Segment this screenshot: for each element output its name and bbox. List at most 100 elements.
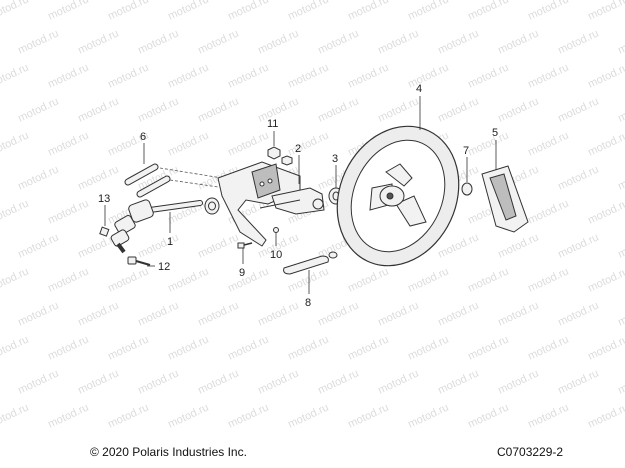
- callout-6: 6: [140, 131, 146, 143]
- callout-4: 4: [416, 83, 422, 95]
- watermark-text: motod.ru: [376, 27, 420, 56]
- watermark-text: motod.ru: [556, 299, 600, 328]
- watermark-text: motod.ru: [436, 299, 480, 328]
- watermark-text: motod.ru: [496, 27, 540, 56]
- watermark-text: motod.ru: [76, 163, 120, 192]
- watermark-text: motod.ru: [196, 299, 240, 328]
- watermark-text: motod.ru: [226, 129, 270, 158]
- watermark-text: motod.ru: [556, 367, 600, 396]
- watermark-text: motod.ru: [166, 129, 210, 158]
- watermark-text: motod.ru: [616, 27, 625, 56]
- watermark-text: motod.ru: [406, 0, 450, 23]
- watermark-text: motod.ru: [316, 95, 360, 124]
- callouts: 1 2 3 4 5 6 7 8 9 10 11 12 13: [98, 83, 498, 309]
- watermark-text: motod.ru: [136, 299, 180, 328]
- part-11-nuts: [267, 146, 293, 166]
- watermark-text: motod.ru: [136, 231, 180, 260]
- watermark-text: motod.ru: [166, 401, 210, 430]
- watermark-text: motod.ru: [0, 197, 31, 226]
- watermark-text: motod.ru: [466, 265, 510, 294]
- part-6-rods: [124, 163, 226, 198]
- watermark-text: motod.ru: [616, 299, 625, 328]
- watermark-text: motod.ru: [46, 401, 90, 430]
- callout-12: 12: [158, 261, 170, 273]
- watermark-text: motod.ru: [226, 401, 270, 430]
- watermark-text: motod.ru: [316, 299, 360, 328]
- callout-8: 8: [305, 297, 311, 309]
- watermark-text: motod.ru: [196, 95, 240, 124]
- watermark-text: motod.ru: [136, 163, 180, 192]
- watermark-text: motod.ru: [76, 95, 120, 124]
- callout-9: 9: [239, 267, 245, 279]
- watermark-text: motod.ru: [496, 95, 540, 124]
- watermark-text: motod.ru: [256, 367, 300, 396]
- watermark-text: motod.ru: [436, 231, 480, 260]
- watermark-text: motod.ru: [466, 401, 510, 430]
- watermark-text: motod.ru: [586, 61, 625, 90]
- watermark-text: motod.ru: [106, 333, 150, 362]
- part-9-screw: [237, 242, 253, 249]
- watermark-text: motod.ru: [556, 27, 600, 56]
- watermark-text: motod.ru: [526, 333, 570, 362]
- watermark-text: motod.ru: [556, 163, 600, 192]
- watermark-text: motod.ru: [346, 401, 390, 430]
- watermark-text: motod.ru: [436, 95, 480, 124]
- watermark-text: motod.ru: [586, 265, 625, 294]
- leader-lines: [104, 96, 497, 294]
- part-10-screw: [273, 227, 279, 233]
- callout-3: 3: [332, 153, 338, 165]
- watermark-text: motod.ru: [406, 265, 450, 294]
- watermark-text: motod.ru: [526, 265, 570, 294]
- figure-id: C0703229-2: [497, 445, 564, 459]
- watermark-text: motod.ru: [526, 0, 570, 23]
- watermark-text: motod.ru: [166, 61, 210, 90]
- callout-10: 10: [270, 249, 282, 261]
- watermark-text: motod.ru: [436, 367, 480, 396]
- watermark-text: motod.ru: [526, 129, 570, 158]
- watermark-text: motod.ru: [556, 95, 600, 124]
- watermark-text: motod.ru: [0, 129, 31, 158]
- part-5-cover: [481, 165, 529, 233]
- callout-7: 7: [463, 145, 469, 157]
- watermark-text: motod.ru: [196, 367, 240, 396]
- watermark-text: motod.ru: [136, 27, 180, 56]
- bushing: [204, 197, 220, 215]
- watermark-text: motod.ru: [76, 299, 120, 328]
- watermark-text: motod.ru: [16, 299, 60, 328]
- watermark-text: motod.ru: [466, 61, 510, 90]
- steering-bracket: [217, 161, 301, 247]
- copyright-text: © 2020 Polaris Industries Inc.: [90, 445, 247, 459]
- watermark-text: motod.ru: [376, 299, 420, 328]
- watermark-text: motod.ru: [286, 129, 330, 158]
- watermark-text: motod.ru: [106, 265, 150, 294]
- watermark-text: motod.ru: [0, 401, 31, 430]
- watermark-text: motod.ru: [16, 231, 60, 260]
- watermark-text: motod.ru: [616, 163, 625, 192]
- watermark-text: motod.ru: [586, 333, 625, 362]
- watermark-text: motod.ru: [166, 333, 210, 362]
- watermark-text: motod.ru: [496, 299, 540, 328]
- watermark-text: motod.ru: [406, 333, 450, 362]
- watermark-text: motod.ru: [526, 401, 570, 430]
- part-7-cap: [461, 182, 473, 196]
- watermark-text: motod.ru: [226, 265, 270, 294]
- watermark-text: motod.ru: [256, 299, 300, 328]
- part-2-column: [259, 187, 325, 215]
- watermark-text: motod.ru: [346, 0, 390, 23]
- watermark-text: motod.ru: [46, 265, 90, 294]
- watermark-text: motod.ru: [316, 367, 360, 396]
- watermark-text: motod.ru: [16, 163, 60, 192]
- watermark-text: motod.ru: [556, 231, 600, 260]
- callout-11: 11: [267, 118, 278, 130]
- watermark-text: motod.ru: [0, 265, 31, 294]
- watermark-layer: motod.ru motod.ru motod.ru motod.ru motod.ru…: [0, 0, 625, 431]
- watermark-text: motod.ru: [286, 401, 330, 430]
- watermark-text: motod.ru: [76, 27, 120, 56]
- watermark-text: motod.ru: [586, 401, 625, 430]
- watermark-text: motod.ru: [46, 61, 90, 90]
- watermark-text: motod.ru: [496, 231, 540, 260]
- part-12-bolt: [127, 256, 151, 266]
- callout-13: 13: [98, 193, 110, 205]
- part-13-fitting: [99, 226, 110, 237]
